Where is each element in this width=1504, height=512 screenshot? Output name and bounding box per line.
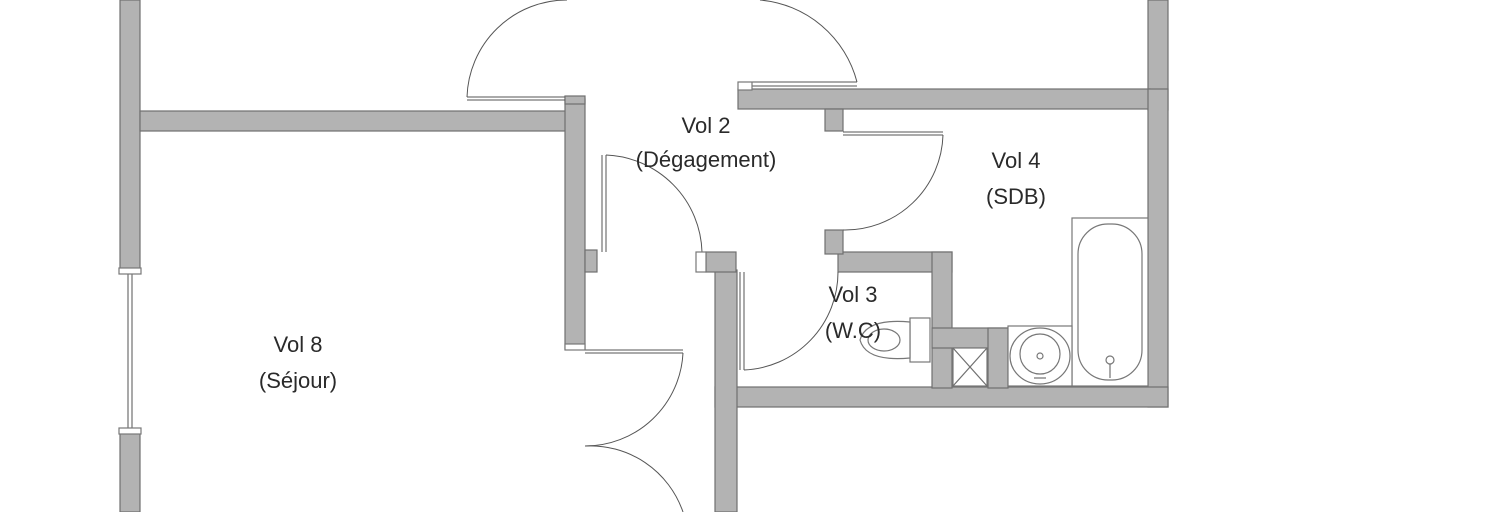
- wall-left-lower: [119, 429, 141, 512]
- wall-dividing-vertical: [564, 98, 586, 350]
- toilet: [859, 317, 931, 363]
- wall-left-upper: [119, 0, 141, 273]
- wall-bottom-corridor: [714, 386, 1169, 408]
- door-top-right: [737, 0, 858, 91]
- room-vol8-sub: (Séjour): [259, 368, 337, 393]
- room-vol3-sub: (W.C): [825, 318, 881, 343]
- door-bathroom: [842, 131, 944, 231]
- wall-corridor-cap: [705, 251, 737, 273]
- wall-right-outer: [1147, 88, 1169, 408]
- room-vol3-name: Vol 3: [829, 282, 878, 307]
- wall-jamb-lower: [824, 229, 844, 255]
- room-label-vol8: Vol 8 (Séjour): [259, 332, 337, 393]
- wall-jamb-upper: [824, 108, 844, 132]
- room-vol2-name: Vol 2: [682, 113, 731, 138]
- wall-stub-top: [564, 95, 586, 105]
- room-label-vol2: Vol 2 (Dégagement): [636, 113, 777, 172]
- door-sejour-lower: [564, 343, 684, 512]
- room-vol4-sub: (SDB): [986, 184, 1046, 209]
- room-label-vol3: Vol 3 (W.C): [825, 282, 881, 343]
- window-left: [118, 267, 142, 435]
- shaft-cross: [952, 347, 988, 387]
- washbasin: [1007, 325, 1073, 387]
- wall-shaft-right: [987, 327, 1009, 389]
- door-top-left: [466, 0, 568, 101]
- wall-jamb-mid: [584, 249, 598, 273]
- room-vol4-name: Vol 4: [992, 148, 1041, 173]
- wall-horizontal-top-left: [139, 110, 571, 132]
- door-sejour-upper: [601, 154, 707, 273]
- doors: [466, 0, 944, 512]
- walls: [119, 0, 1169, 512]
- room-label-vol4: Vol 4 (SDB): [986, 148, 1046, 209]
- wall-wc-right: [931, 251, 953, 389]
- bathtub: [1071, 217, 1149, 387]
- wall-bathroom-top: [737, 88, 1151, 110]
- door-wc: [739, 271, 839, 371]
- room-vol8-name: Vol 8: [274, 332, 323, 357]
- wall-corridor-vertical: [714, 269, 738, 512]
- room-vol2-sub: (Dégagement): [636, 147, 777, 172]
